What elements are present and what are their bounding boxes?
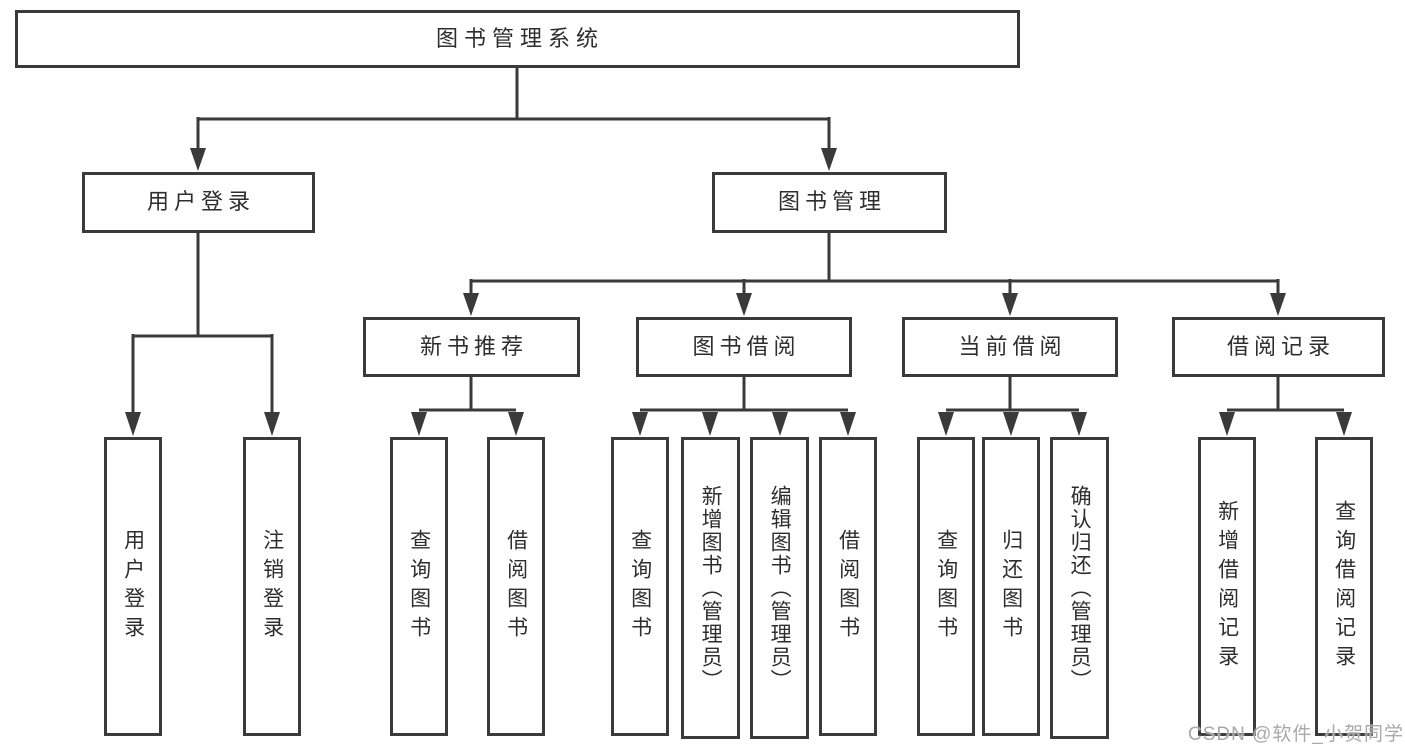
node-current-borrowing: 当前借阅 (902, 317, 1118, 377)
leaf-confirm-return-admin: 确认归还（管理员） (1050, 437, 1109, 739)
node-book-borrowing: 图书借阅 (636, 317, 852, 377)
leaf-add-borrow-record: 新增借阅记录 (1198, 437, 1256, 736)
leaf-query-borrow-record: 查询借阅记录 (1315, 437, 1373, 736)
leaf-query-books-recommend: 查询图书 (390, 437, 448, 736)
leaf-user-login: 用户登录 (104, 437, 162, 736)
leaf-borrow-books-recommend: 借阅图书 (487, 437, 545, 736)
leaf-return-books: 归还图书 (982, 437, 1040, 736)
leaf-borrow-books: 借阅图书 (819, 437, 877, 736)
node-borrowing-records: 借阅记录 (1172, 317, 1385, 377)
leaf-add-books-admin: 新增图书（管理员） (681, 437, 740, 739)
leaf-query-books-current: 查询图书 (917, 437, 975, 736)
node-root-system: 图书管理系统 (15, 10, 1020, 68)
leaf-query-books-borrow: 查询图书 (611, 437, 669, 736)
leaf-edit-books-admin: 编辑图书（管理员） (750, 437, 809, 739)
leaf-logout: 注销登录 (243, 437, 301, 736)
node-new-book-recommendation: 新书推荐 (363, 317, 580, 377)
node-user-login-branch: 用户登录 (82, 172, 315, 233)
csdn-watermark: CSDN @软件_小贺同学 (1188, 724, 1404, 745)
node-book-management-branch: 图书管理 (712, 172, 947, 233)
